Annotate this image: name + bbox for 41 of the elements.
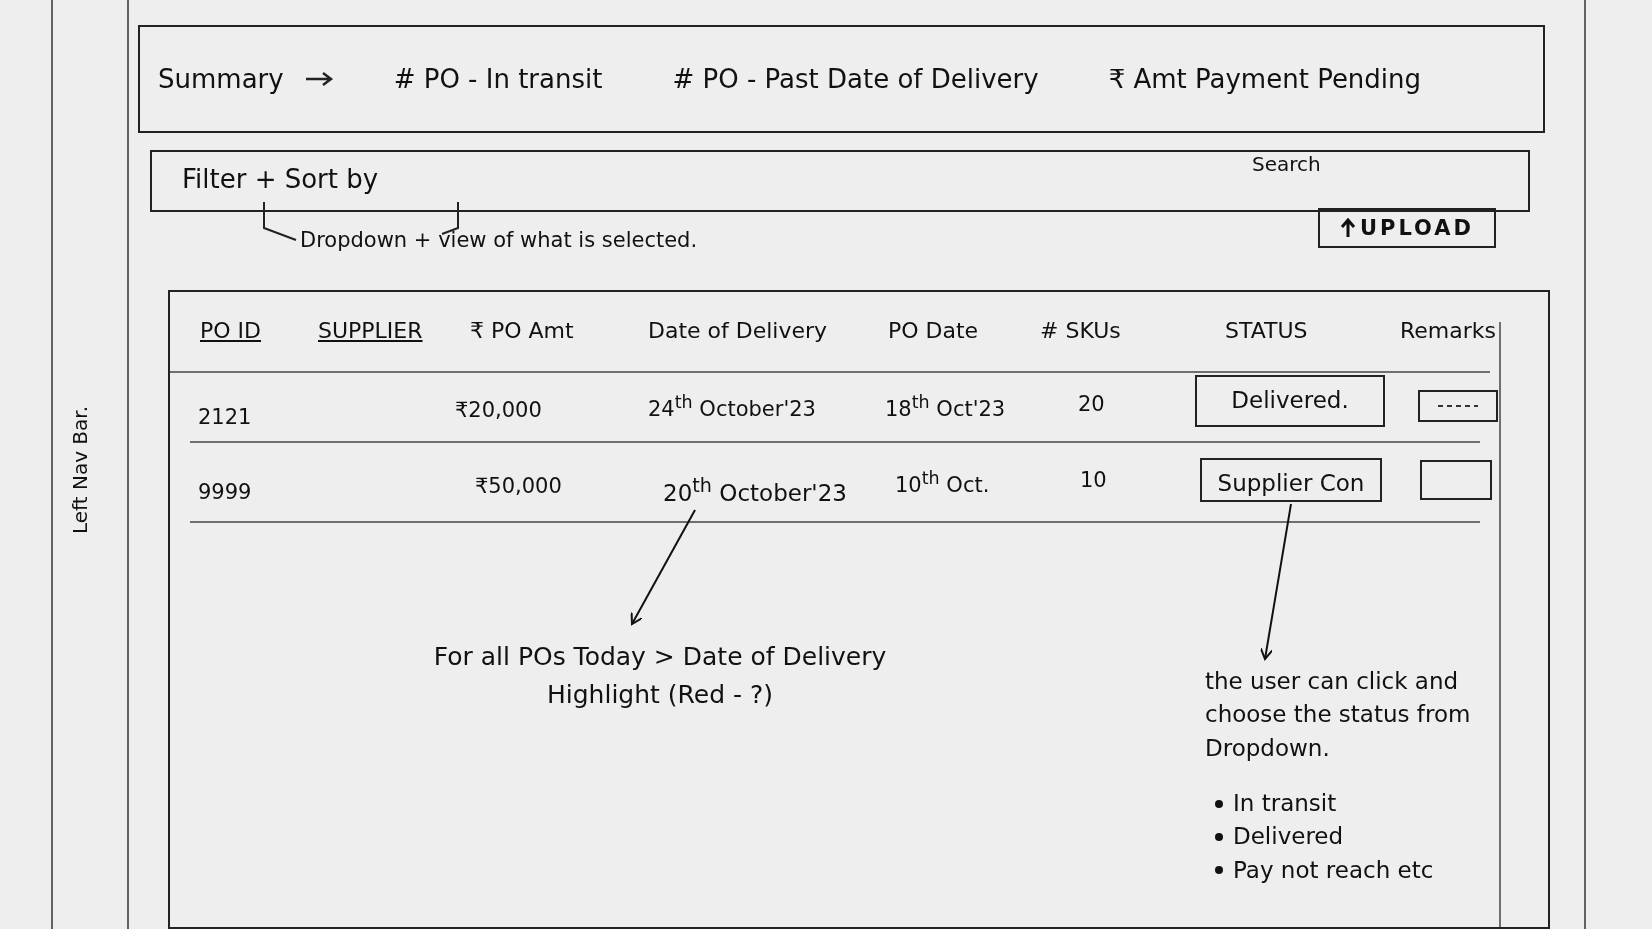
table-cell: 10$^{th}$ Oct. xyxy=(895,468,990,497)
column-header: PO ID xyxy=(200,318,261,343)
note-text: the user can click and choose the status from Dropdown. xyxy=(1205,667,1472,763)
table-panel xyxy=(168,290,1550,929)
table-cell: 20 xyxy=(1078,392,1105,416)
column-header: Date of Delivery xyxy=(648,318,828,343)
date-text: 20$^{th}$ October'23 xyxy=(655,472,855,508)
summary-metric: # PO - Past Date of Delivery xyxy=(672,64,1039,94)
upload-button: UPLOAD xyxy=(1318,208,1496,248)
filter-control: Filter + Sort by xyxy=(182,164,379,194)
column-header: Remarks xyxy=(1400,318,1496,343)
table-cell: 18$^{th}$ Oct'23 xyxy=(885,392,1006,421)
summary-heading: Summary xyxy=(158,64,284,94)
table-cell: ₹20,000 xyxy=(455,398,542,422)
column-header: ₹ PO Amt xyxy=(470,318,574,343)
column-header: SUPPLIER xyxy=(318,318,423,343)
summary-metric: # PO - In transit xyxy=(393,64,603,94)
table-cell: 2121 xyxy=(198,405,252,429)
table-cell: 10 xyxy=(1080,468,1107,492)
nav-label: Left Nav Bar. xyxy=(68,405,92,535)
table-cell: 9999 xyxy=(198,480,252,504)
annotation-note: For all POs Today > Date of Delivery Highlight (Red - ?) xyxy=(380,630,940,730)
table-cell: 24$^{th}$ October'23 xyxy=(648,392,816,421)
list-item: Pay not reach etc xyxy=(1233,855,1434,885)
arrow xyxy=(630,509,696,625)
summary-bar xyxy=(138,25,1545,133)
list-item: Delivered xyxy=(1233,822,1344,852)
column-header: # SKUs xyxy=(1040,318,1121,343)
remarks-field xyxy=(1420,460,1492,500)
note-text: Dropdown + view of what is selected. xyxy=(300,228,698,252)
search-field: Search xyxy=(1252,152,1321,176)
column-header: PO Date xyxy=(888,318,979,343)
remarks-field xyxy=(1418,390,1498,422)
table-cell: ₹50,000 xyxy=(475,474,562,498)
arrow xyxy=(1259,503,1292,660)
column-header: STATUS xyxy=(1225,318,1308,343)
list-item: In transit xyxy=(1233,789,1337,819)
status-dropdown: Delivered. xyxy=(1195,375,1385,427)
summary-metric: ₹ Amt Payment Pending xyxy=(1108,64,1422,94)
filter-bar xyxy=(150,150,1530,212)
status-dropdown: Supplier Con xyxy=(1200,458,1382,502)
